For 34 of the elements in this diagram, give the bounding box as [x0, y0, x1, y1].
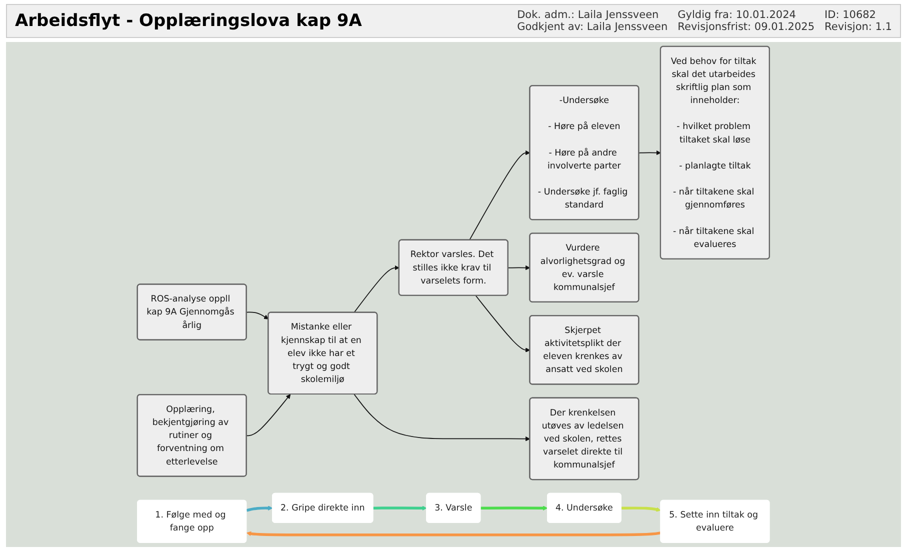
- arrow: [354, 394, 530, 442]
- document-info: Godkjent av: Laila Jenssveen: [517, 21, 668, 33]
- arrow: [246, 394, 291, 436]
- process-box: Ved behov for tiltak skal det utarbeides skriftlig plan som inneholder: - hvilket problem tiltaket skal løse - planlagte tiltak - når tiltakene skal gjennomføres - når tiltakene skal evalueres: [660, 46, 770, 260]
- document-info: Revisjon: 1.1: [824, 21, 892, 33]
- process-box: Vurdere alvorlighetsgrad og ev. varsle kommunalsjef: [529, 232, 640, 302]
- cycle-step: 5. Sette inn tiltak og evaluere: [660, 500, 770, 543]
- arrow: [638, 150, 662, 156]
- document-info: ID: 10682: [824, 9, 877, 21]
- arrow: [246, 531, 662, 536]
- cycle-step: 3. Varsle: [426, 492, 481, 523]
- process-box: Der krenkelsen utøves av ledelsen ved skolen, rettes varselet direkte til kommunalsjef: [529, 397, 640, 480]
- title: Arbeidsflyt - Opplæringslova kap 9A: [15, 11, 362, 31]
- process-box: ROS-analyse oppll kap 9A Gjennomgås årlig: [136, 284, 247, 340]
- document-info: Dok. adm.: Laila Jenssveen: [517, 9, 660, 21]
- arrow: [475, 295, 530, 352]
- cycle-step: 1. Følge med og fange opp: [137, 500, 247, 543]
- arrow: [480, 506, 548, 511]
- process-box: -Undersøke - Høre på eleven - Høre på andre involverte parter - Undersøke jf. faglig standard: [529, 85, 640, 220]
- arrow: [246, 506, 273, 512]
- cycle-step: 4. Undersøke: [547, 492, 622, 523]
- process-box: Skjerpet aktivitetsplikt der eleven krenkes av ansatt ved skolen: [529, 315, 640, 385]
- process-box: Mistanke eller kjennskap til at en elev ikke har et trygt og godt skolemiljø: [268, 312, 378, 395]
- arrow: [354, 265, 400, 313]
- process-box: Rektor varsles. Det stilles ikke krav til varselets form.: [398, 239, 509, 296]
- document-info: Revisjonsfrist: 09.01.2025: [678, 21, 815, 33]
- arrow: [508, 265, 530, 270]
- arrow: [621, 506, 662, 512]
- arrow: [246, 312, 269, 320]
- cycle-step: 2. Gripe direkte inn: [272, 492, 374, 523]
- arrow: [373, 506, 427, 511]
- arrow: [469, 150, 530, 240]
- process-box: Opplæring, bekjentgjøring av rutiner og forventning om etterlevelse: [136, 394, 247, 477]
- document-info: Gyldig fra: 10.01.2024: [678, 9, 797, 21]
